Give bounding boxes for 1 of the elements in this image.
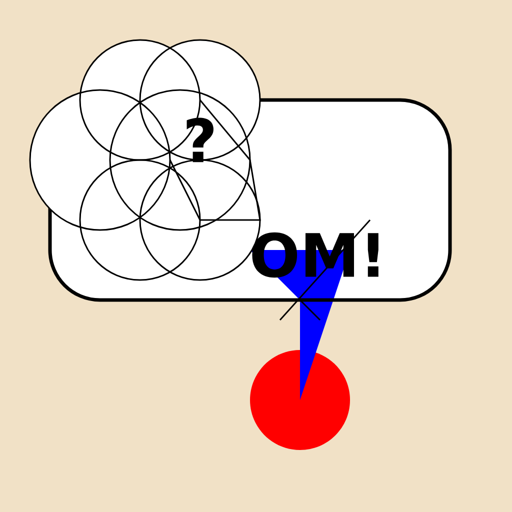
question-mark: ? [186, 118, 214, 162]
